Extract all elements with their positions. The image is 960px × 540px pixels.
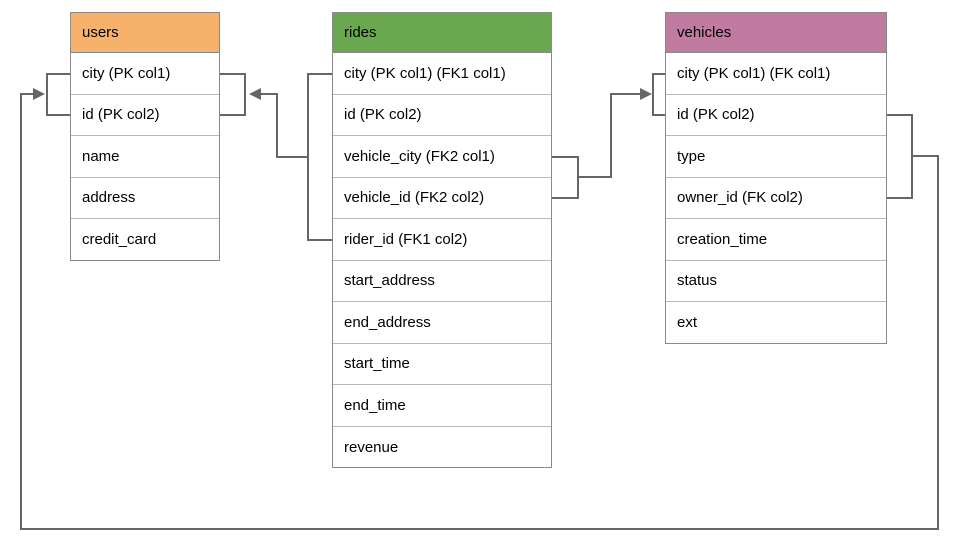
rides-to-users-arrowhead-icon — [249, 88, 261, 100]
vehicles-row-creation-time: creation_time — [666, 219, 886, 261]
rides-left-fk1-bracket — [307, 73, 332, 241]
rides-table-header: rides — [333, 13, 551, 53]
vehicles-to-users-arrowhead-icon — [33, 88, 45, 100]
rides-table: rides city (PK col1) (FK1 col1) id (PK c… — [332, 12, 552, 468]
rides-row-start-address: start_address — [333, 261, 551, 302]
users-row-name: name — [71, 136, 219, 178]
vehicles-row-status: status — [666, 261, 886, 302]
rides-row-revenue: revenue — [344, 438, 399, 456]
vehicles-table-header: vehicles — [666, 13, 886, 53]
users-row-city: city (PK col1) — [71, 53, 219, 95]
rides-row-vehicle-city: vehicle_city (FK2 col1) — [333, 136, 551, 178]
rides-row-start-time: start_time — [333, 344, 551, 385]
rides-to-vehicles-connector — [578, 93, 640, 178]
rides-row-id: id (PK col2) — [333, 95, 551, 136]
vehicles-row-ext: ext — [677, 314, 698, 332]
rides-row-vehicle-id: vehicle_id (FK2 col2) — [333, 178, 551, 219]
users-row-id: id (PK col2) — [71, 95, 219, 136]
rides-to-vehicles-arrowhead-icon — [640, 88, 652, 100]
users-row-credit-card: credit_card — [82, 231, 157, 249]
vehicles-to-users-connector — [20, 93, 939, 530]
rides-row-rider-id: rider_id (FK1 col2) — [333, 219, 551, 261]
users-table-header: users — [71, 13, 219, 53]
rides-row-end-address: end_address — [333, 302, 551, 344]
rides-row-city: city (PK col1) (FK1 col1) — [333, 53, 551, 95]
users-row-address: address — [71, 178, 219, 219]
vehicles-row-city: city (PK col1) (FK col1) — [666, 53, 886, 95]
users-right-pk-bracket — [220, 73, 246, 116]
vehicles-row-owner-id: owner_id (FK col2) — [666, 178, 886, 219]
users-table: users city (PK col1) id (PK col2) name a… — [70, 12, 220, 261]
users-left-pk-bracket — [46, 73, 70, 116]
vehicles-row-id: id (PK col2) — [666, 95, 886, 136]
vehicles-table: vehicles city (PK col1) (FK col1) id (PK… — [665, 12, 887, 344]
rides-right-fk2-bracket — [552, 156, 579, 199]
vehicles-right-fk-bracket — [886, 114, 913, 199]
vehicles-left-pk-bracket — [652, 73, 665, 116]
rides-to-users-connector — [261, 93, 308, 158]
rides-row-end-time: end_time — [333, 385, 551, 427]
vehicles-row-type: type — [666, 136, 886, 178]
